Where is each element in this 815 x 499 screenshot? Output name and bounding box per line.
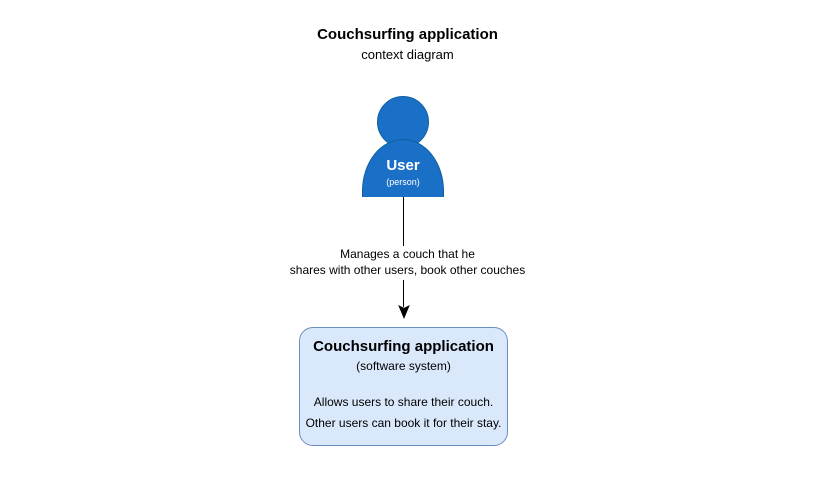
person-body: User (person)	[362, 139, 444, 197]
diagram-title: Couchsurfing application	[317, 26, 498, 43]
arrowhead-icon	[398, 305, 410, 319]
relationship-line-lower	[403, 280, 404, 307]
diagram-title-block: Couchsurfing application context diagram	[0, 26, 815, 62]
system-description-line2: Other users can book it for their stay.	[305, 416, 502, 430]
relationship-label-line1: Manages a couch that he	[340, 247, 475, 261]
relationship-label-line2: shares with other users, book other couc…	[289, 263, 526, 277]
system-node-couchsurfing: Couchsurfing application (software syste…	[299, 327, 508, 446]
relationship-label: Manages a couch that he shares with othe…	[0, 246, 815, 278]
relationship-line-upper	[403, 197, 404, 246]
diagram-subtitle: context diagram	[361, 47, 454, 62]
person-node-user: User (person)	[362, 96, 444, 197]
person-name: User	[386, 157, 420, 174]
system-type-label: (software system)	[356, 359, 451, 373]
system-name: Couchsurfing application	[313, 338, 494, 355]
system-description: Allows users to share their couch. Other…	[300, 392, 507, 434]
system-description-line1: Allows users to share their couch.	[313, 395, 494, 409]
person-type-label: (person)	[386, 177, 420, 187]
